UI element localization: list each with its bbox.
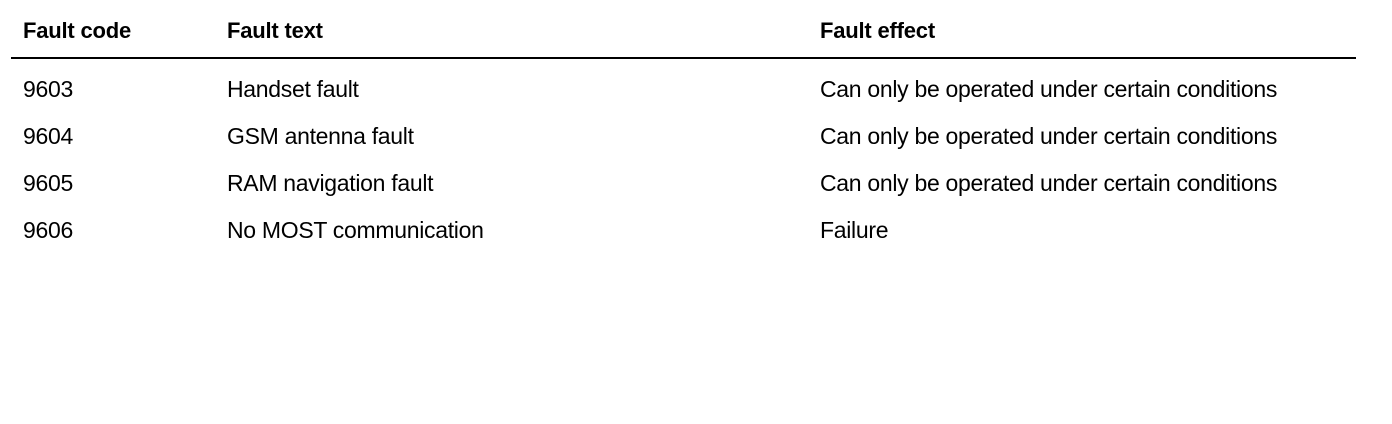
column-header-fault-effect: Fault effect [809,18,1356,59]
table-row: 9606 No MOST communication Failure [11,200,1356,247]
cell-fault-code: 9603 [23,76,73,102]
cell-fault-code: 9605 [23,170,73,196]
cell-fault-effect: Failure [820,217,889,243]
cell-fault-effect: Can only be operated under certain condi… [820,76,1278,102]
table-row: 9604 GSM antenna fault Can only be opera… [11,106,1356,153]
cell-fault-effect: Can only be operated under certain condi… [820,123,1278,149]
cell-fault-text: GSM antenna fault [227,123,414,149]
cell-fault-text: Handset fault [227,76,359,102]
column-header-fault-text: Fault text [217,18,809,59]
cell-fault-code: 9604 [23,123,73,149]
cell-fault-text: No MOST communication [227,217,484,243]
cell-fault-effect: Can only be operated under certain condi… [820,170,1278,196]
table-header: Fault code Fault text Fault effect [11,18,1356,59]
cell-fault-code: 9606 [23,217,73,243]
table-body: 9603 Handset fault Can only be operated … [11,58,1356,247]
cell-fault-text: RAM navigation fault [227,170,434,196]
column-header-fault-code: Fault code [11,18,217,59]
table-row: 9603 Handset fault Can only be operated … [11,58,1356,106]
table-header-row: Fault code Fault text Fault effect [11,18,1356,59]
table-row: 9605 RAM navigation fault Can only be op… [11,153,1356,200]
fault-code-table: Fault code Fault text Fault effect 9603 … [11,18,1356,247]
